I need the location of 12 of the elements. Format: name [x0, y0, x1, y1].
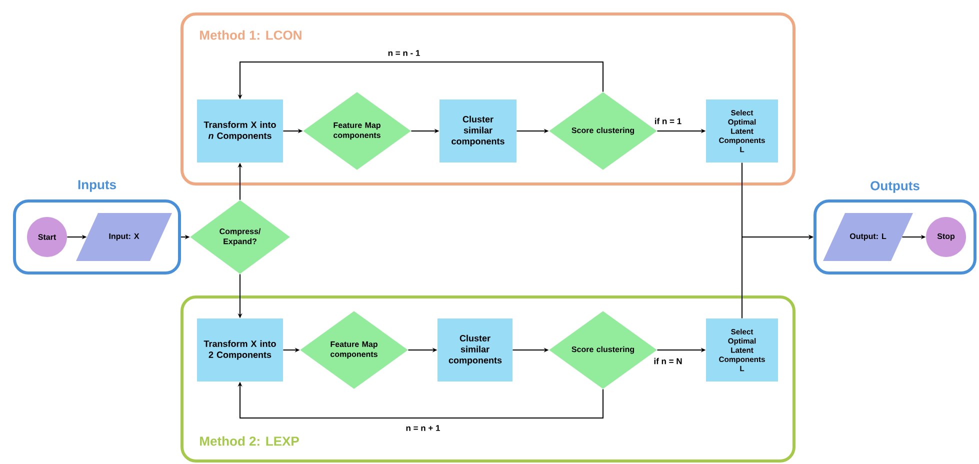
group-title: Outputs — [870, 181, 920, 193]
io-parallelogram: Output: L — [823, 213, 913, 261]
io-parallelogram: Input: X — [76, 213, 172, 261]
process-box: Transform X into 2 Components — [197, 318, 283, 382]
edge-label: n = n + 1 — [404, 424, 442, 432]
edge-label: n = n - 1 — [386, 49, 422, 57]
process-box: Transform X into n Components — [197, 100, 283, 162]
group-title: Method 2: LEXP — [200, 436, 299, 446]
process-box: Cluster similar components — [438, 318, 512, 382]
group-title: Inputs — [78, 180, 116, 192]
process-box: Cluster similar components — [440, 100, 516, 162]
group-title: Method 1: LCON — [200, 30, 302, 40]
